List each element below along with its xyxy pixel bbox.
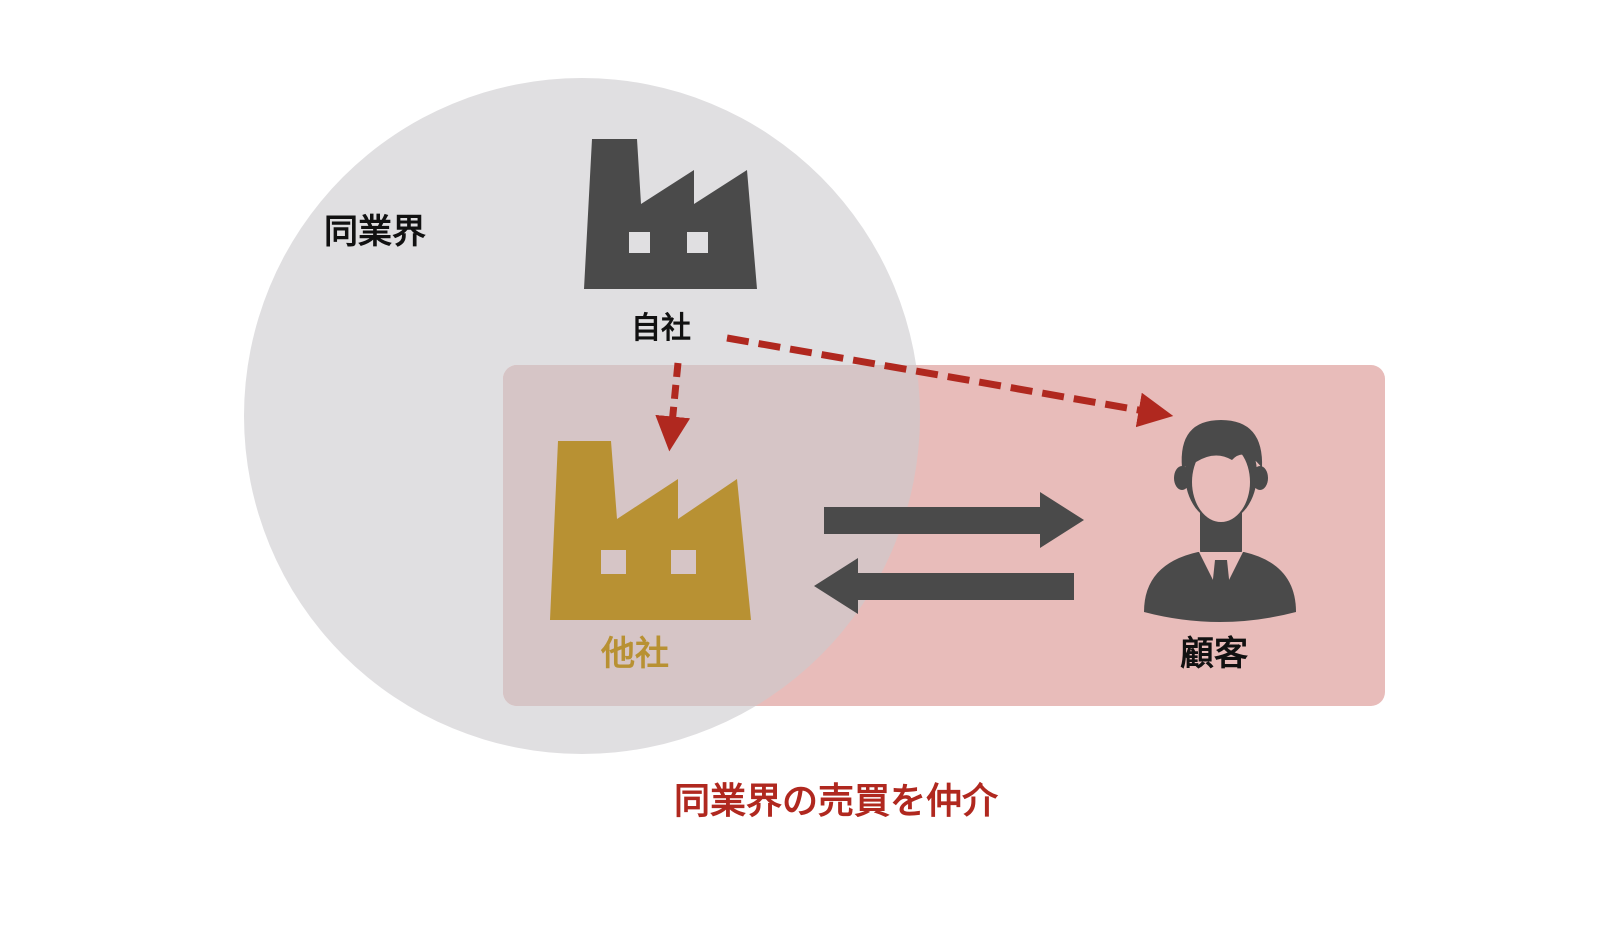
other-factory-icon xyxy=(550,441,751,620)
arrow-right-icon xyxy=(824,492,1084,548)
dashed-arrow-own-to-customer xyxy=(726,334,1174,428)
customer-label: 顧客 xyxy=(1180,634,1248,674)
diagram-caption: 同業界の売買を仲介 xyxy=(673,781,998,822)
other-company-label: 他社 xyxy=(601,634,669,674)
industry-label: 同業界 xyxy=(324,212,426,252)
businessperson-icon xyxy=(1144,420,1296,622)
own-factory-icon xyxy=(584,139,757,289)
overlap-area xyxy=(503,365,920,706)
arrow-left-icon xyxy=(814,558,1074,614)
dashed-arrow-own-to-other xyxy=(655,362,691,452)
own-company-label: 自社 xyxy=(631,311,691,346)
